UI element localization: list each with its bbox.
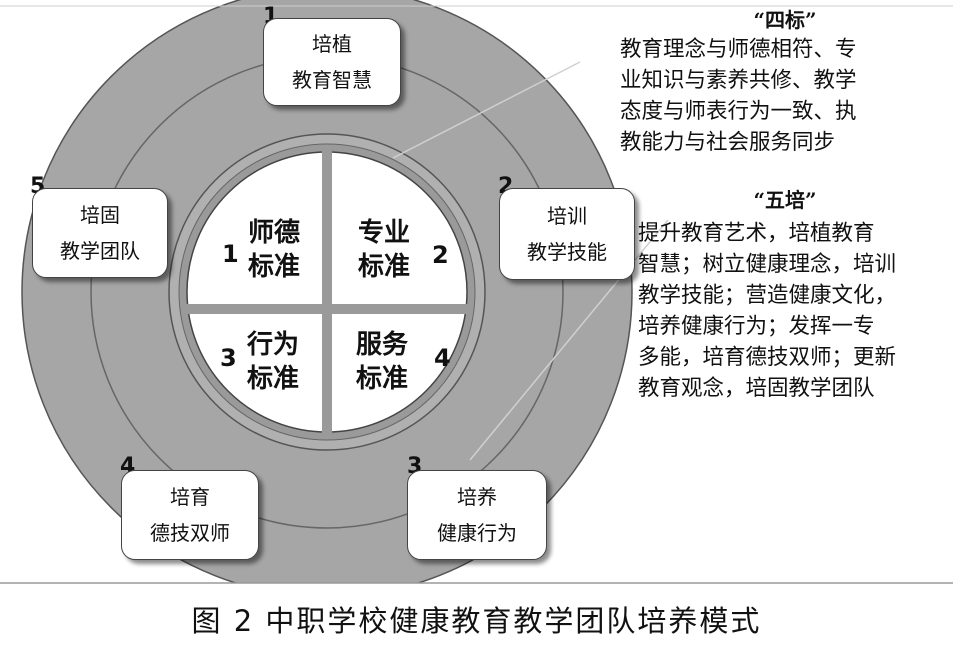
five-cultivations-line: 教育观念，培固教学团队 — [638, 376, 875, 401]
quadrant-1-line1: 师德 — [248, 218, 301, 248]
box-dual-teachers: 培育 德技双师 — [121, 470, 259, 560]
quadrant-4-line1: 服务 — [356, 330, 409, 360]
connector-line-lower — [469, 219, 669, 461]
quadrant-2-number: 2 — [432, 241, 449, 269]
quadrant-1-number: 1 — [222, 240, 239, 268]
quadrant-1-label: 师德 标准 — [248, 216, 300, 284]
quadrant-1-line2: 标准 — [248, 252, 301, 282]
quadrant-3-label: 行为 标准 — [247, 328, 299, 396]
four-standards-line: 教育理念与师德相符、专 — [620, 37, 857, 62]
box-consolidate-team: 培固 教学团队 — [32, 188, 168, 278]
quadrant-2-line2: 标准 — [358, 252, 411, 282]
quadrant-2-line1: 专业 — [358, 218, 411, 248]
five-cultivations-line: 教学技能；营造健康文化， — [638, 283, 897, 308]
box-cultivate-wisdom: 培植 教育智慧 — [263, 18, 401, 106]
four-standards-line: 教能力与社会服务同步 — [620, 130, 836, 155]
figure-caption: 图 2 中职学校健康教育教学团队培养模式 — [191, 604, 762, 638]
box-3-line1: 培养 — [457, 485, 497, 509]
quadrant-4-line2: 标准 — [356, 364, 409, 394]
box-healthy-behavior: 培养 健康行为 — [407, 470, 547, 560]
quadrant-4-number: 4 — [434, 344, 451, 372]
box-2-line2: 教学技能 — [527, 240, 607, 264]
box-4-line2: 德技双师 — [150, 521, 230, 545]
box-5-line2: 教学团队 — [60, 239, 140, 263]
four-standards-line: 业知识与素养共修、教学 — [620, 68, 857, 93]
quadrant-3-number: 3 — [220, 344, 237, 372]
box-4-line1: 培育 — [170, 485, 210, 509]
five-cultivations-line: 多能，培育德技双师；更新 — [638, 345, 897, 370]
five-cultivations-line: 智慧；树立健康理念，培训 — [638, 252, 897, 277]
five-cultivations-title: “五培” — [753, 188, 817, 212]
quadrant-3-line2: 标准 — [247, 364, 300, 394]
five-cultivations-line: 提升教育艺术，培植教育 — [638, 221, 875, 246]
four-standards-line: 态度与师表行为一致、执 — [620, 99, 857, 124]
quadrant-gap-vertical — [322, 148, 332, 438]
box-3-line2: 健康行为 — [437, 521, 517, 545]
four-standards-title: “四标” — [753, 8, 817, 32]
four-standards-body: 教育理念与师德相符、专 业知识与素养共修、教学 态度与师表行为一致、执 教能力与… — [620, 34, 857, 158]
box-5-line1: 培固 — [80, 203, 120, 227]
box-1-line2: 教育智慧 — [292, 68, 372, 92]
quadrant-4-label: 服务 标准 — [356, 328, 408, 396]
quadrant-gap-horizontal — [183, 304, 473, 314]
connector-line-upper — [392, 61, 581, 159]
box-train-skills: 培训 教学技能 — [499, 188, 635, 280]
quadrant-2-label: 专业 标准 — [358, 216, 410, 284]
five-cultivations-body: 提升教育艺术，培植教育 智慧；树立健康理念，培训 教学技能；营造健康文化， 培养… — [638, 218, 896, 404]
five-cultivations-line: 培养健康行为；发挥一专 — [638, 314, 875, 339]
diagram-canvas — [0, 0, 953, 584]
box-2-line1: 培训 — [547, 204, 587, 228]
quadrant-3-line1: 行为 — [247, 330, 300, 360]
box-1-line1: 培植 — [312, 32, 352, 56]
